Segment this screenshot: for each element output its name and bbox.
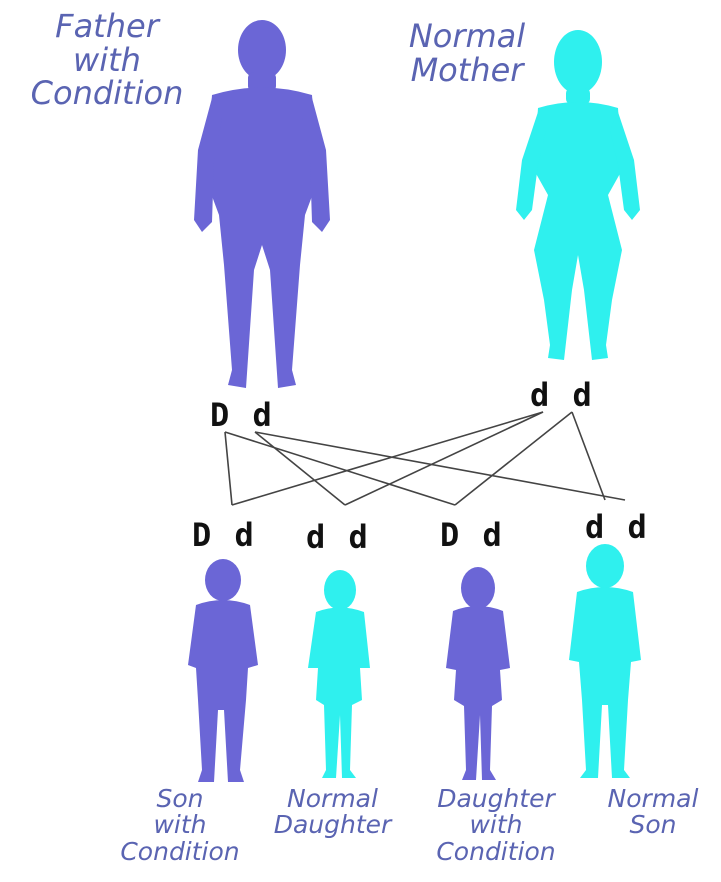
child2-label: Normal Daughter — [250, 786, 415, 839]
mother-label: Normal Mother — [382, 20, 552, 87]
child3-label-line2: with — [412, 812, 580, 838]
child2-genotype: d d — [306, 518, 370, 556]
father-label: Father with Condition — [18, 10, 196, 111]
child2-label-line2: Daughter — [250, 812, 415, 838]
mother-label-line1: Normal — [382, 20, 552, 54]
son-with-condition-silhouette — [188, 559, 258, 782]
child4-label-line2: Son — [588, 812, 718, 838]
child1-label-line1: Son — [100, 786, 260, 812]
child3-genotype: D d — [440, 516, 504, 554]
child3-label-line3: Condition — [412, 839, 580, 865]
father-label-line2: with — [18, 44, 196, 78]
child2-label-line1: Normal — [250, 786, 415, 812]
child1-label-line2: with — [100, 812, 260, 838]
child1-genotype: D d — [192, 516, 256, 554]
child3-label-line1: Daughter — [412, 786, 580, 812]
father-label-line1: Father — [18, 10, 196, 44]
normal-daughter-silhouette — [308, 570, 370, 778]
normal-son-silhouette — [569, 544, 641, 778]
child4-label-line1: Normal — [588, 786, 718, 812]
mother-label-line2: Mother — [382, 54, 552, 88]
child3-label: Daughter with Condition — [412, 786, 580, 865]
mother-genotype: d d — [530, 376, 594, 414]
father-genotype: D d — [210, 396, 274, 434]
child1-label: Son with Condition — [100, 786, 260, 865]
father-label-line3: Condition — [18, 77, 196, 111]
child4-label: Normal Son — [588, 786, 718, 839]
child1-label-line3: Condition — [100, 839, 260, 865]
daughter-with-condition-silhouette — [446, 567, 510, 780]
child4-genotype: d d — [585, 508, 649, 546]
